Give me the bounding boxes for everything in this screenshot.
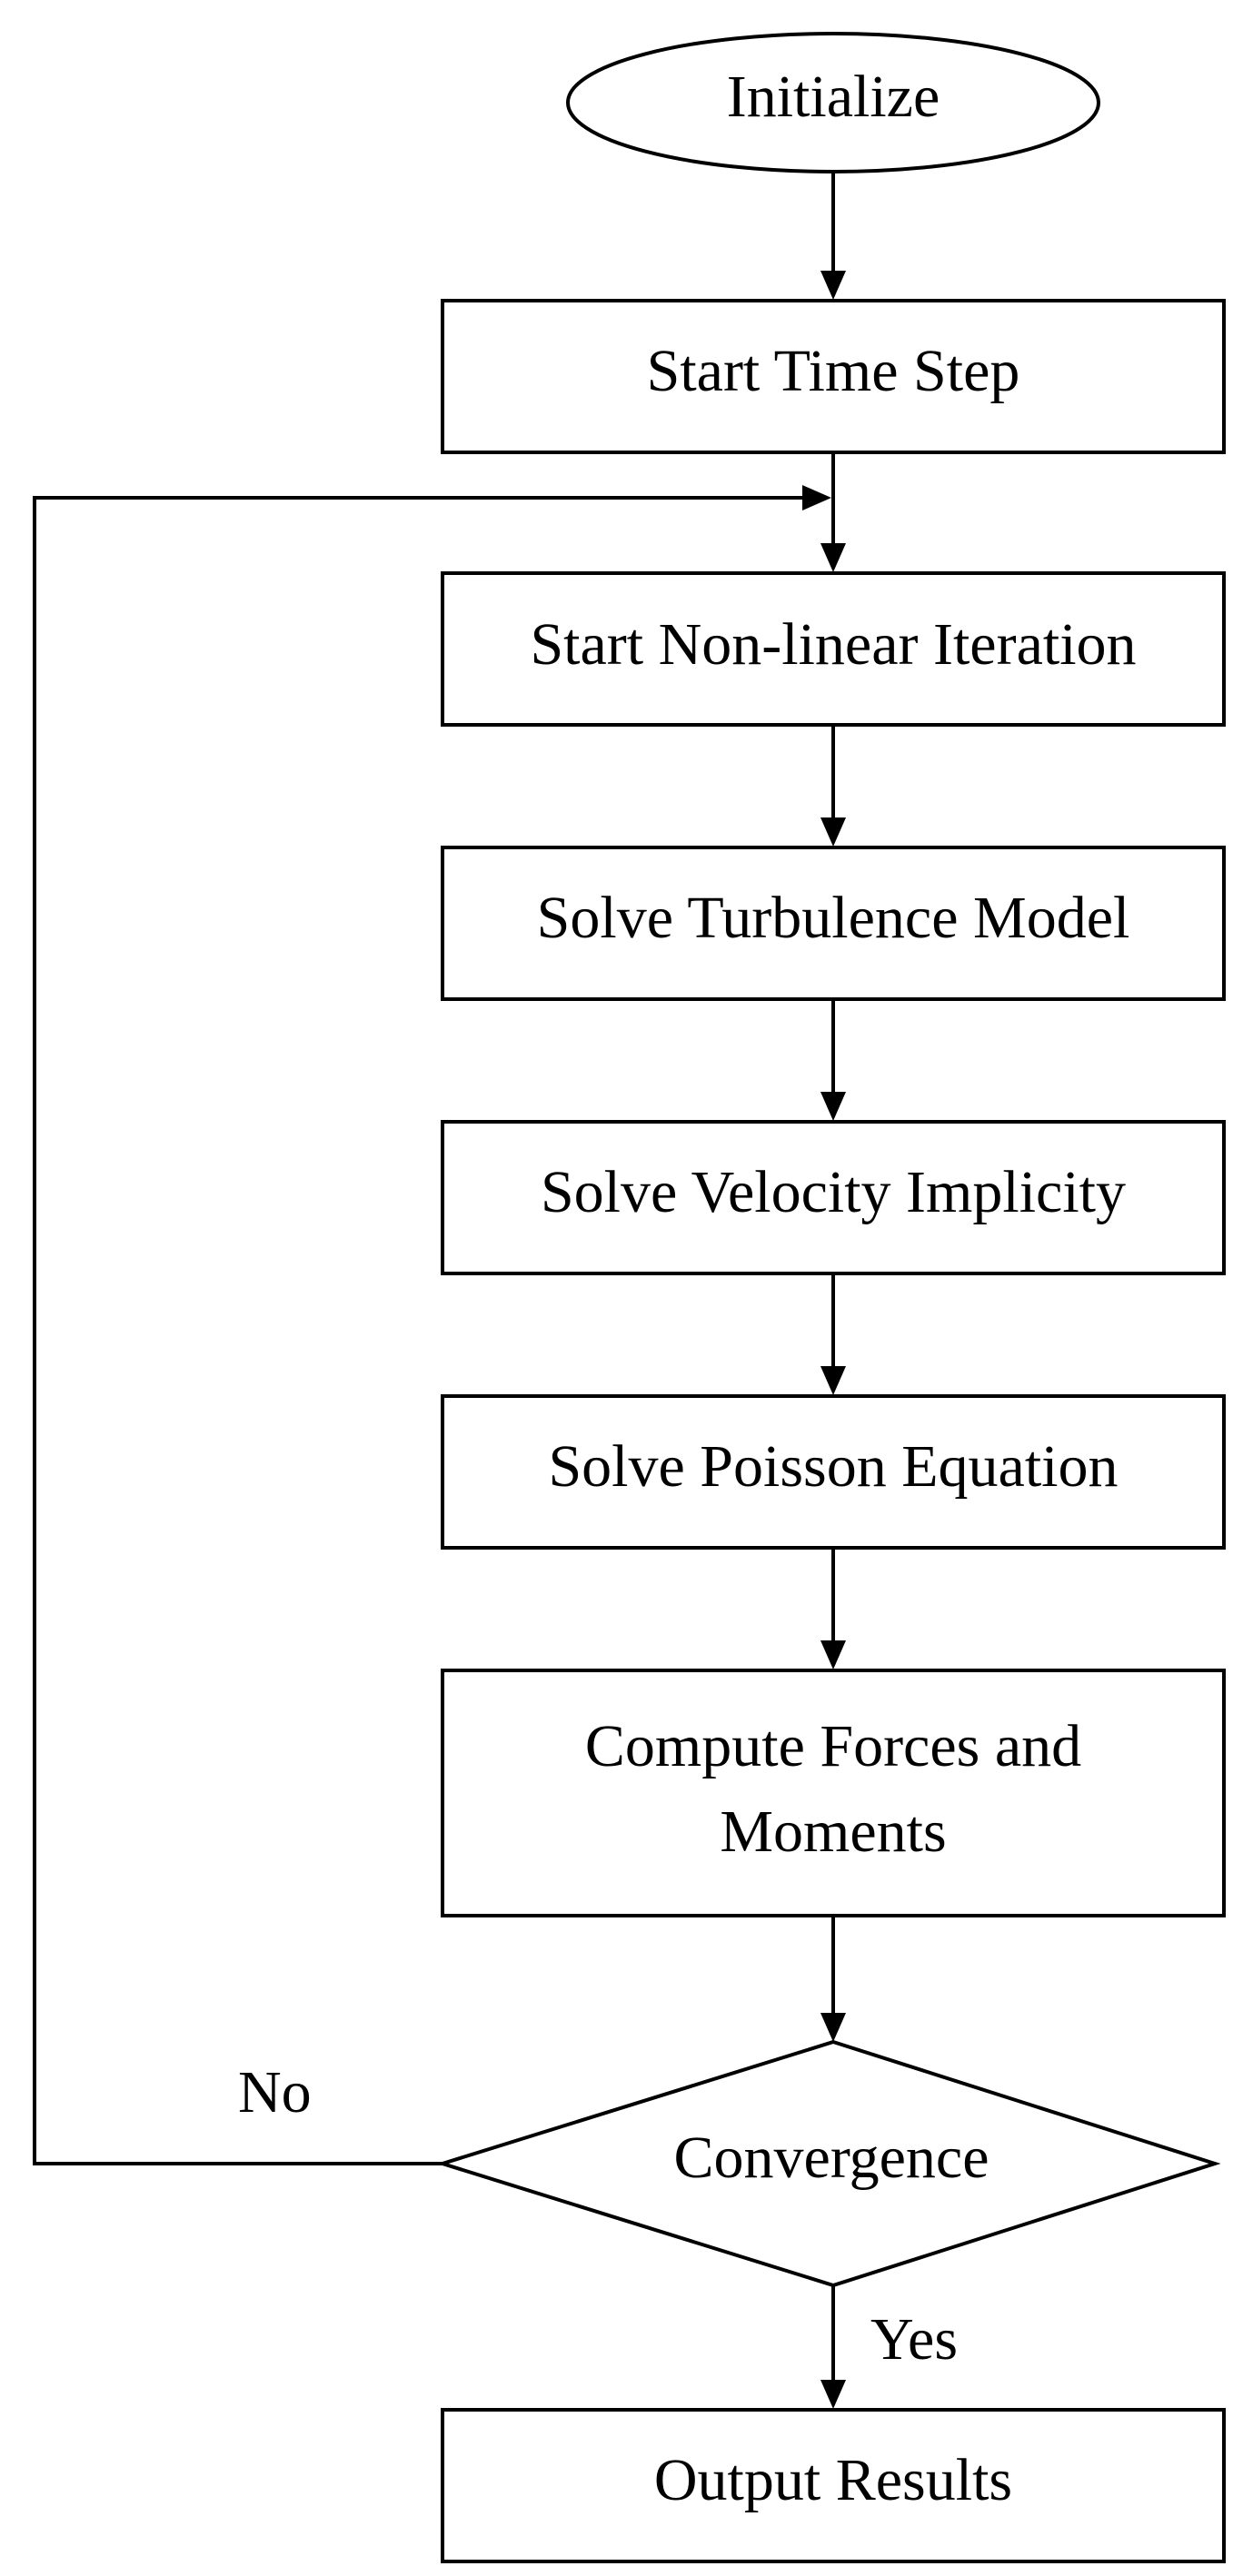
node-compute-forces-and-moments: Compute Forces and Moments [441,1669,1226,1917]
start-time-step-box [441,299,1226,454]
edge-forces-to-convergence [820,1916,846,2042]
start-time-step-label: Start Time Step [647,338,1020,404]
start-nonlinear-iteration-label: Start Non-linear Iteration [530,611,1136,678]
arrowhead [820,1366,846,1395]
no-loop-path [33,496,804,2165]
edge-poisson-to-forces [820,1548,846,1669]
edge-velocity-to-poisson [820,1273,846,1395]
arrowhead [820,271,846,300]
arrowhead [820,1640,846,1669]
edge-nonlinear-to-turbulence [820,725,846,847]
compute-forces-label-line1: Compute Forces and [585,1713,1081,1779]
solve-poisson-equation-label: Solve Poisson Equation [548,1433,1118,1500]
output-results-box [441,2408,1226,2563]
node-solve-velocity-implicity: Solve Velocity Implicity [441,1120,1226,1275]
node-solve-turbulence-model: Solve Turbulence Model [441,846,1226,1001]
yes-label: Yes [870,2306,958,2373]
arrowhead [820,2380,846,2409]
node-convergence: Convergence [436,2039,1221,2288]
solve-turbulence-model-label: Solve Turbulence Model [537,885,1130,951]
edge-start-time-step-to-nonlinear [820,452,846,572]
no-label: No [238,2059,312,2125]
solve-velocity-implicity-label: Solve Velocity Implicity [541,1159,1126,1225]
node-start-nonlinear-iteration: Start Non-linear Iteration [441,571,1226,727]
node-start-time-step: Start Time Step [441,299,1226,454]
edge-convergence-no-loop: No [33,485,831,2165]
solve-velocity-implicity-box [441,1120,1226,1275]
edge-turbulence-to-velocity [820,999,846,1121]
convergence-label: Convergence [674,2125,989,2191]
node-output-results: Output Results [441,2408,1226,2563]
output-results-label: Output Results [654,2447,1012,2513]
compute-forces-and-moments-box [441,1669,1226,1917]
edge-initialize-to-start-time-step [820,172,846,300]
compute-forces-label-line2: Moments [720,1798,946,1865]
node-solve-poisson-equation: Solve Poisson Equation [441,1394,1226,1550]
initialize-label: Initialize [727,64,940,130]
edge-convergence-yes: Yes [820,2285,958,2409]
arrowhead [820,817,846,847]
solve-poisson-equation-box [441,1394,1226,1550]
solve-turbulence-model-box [441,846,1226,1001]
node-initialize: Initialize [566,32,1100,173]
arrowhead [820,543,846,572]
arrowhead [802,485,831,510]
arrowhead [820,2013,846,2042]
arrowhead [820,1092,846,1121]
